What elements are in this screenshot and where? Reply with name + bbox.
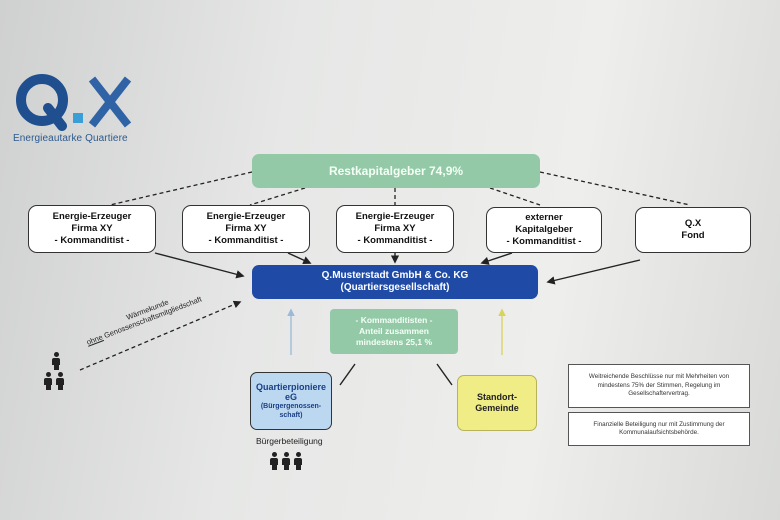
municipality-box: Standort- Gemeinde [457, 375, 537, 431]
person-icon [56, 372, 64, 390]
coop-title-1: Quartierpioniere [255, 382, 327, 392]
limited-partners-share-box: - Kommanditisten - Anteil zusammen minde… [330, 309, 458, 354]
person-icon [294, 452, 302, 470]
municipality-line-2: Gemeinde [475, 403, 519, 413]
cooperative-box: Quartierpioniere eG (Bürgergenossen- sch… [250, 372, 332, 430]
partner-5-line-2: Fond [681, 230, 705, 241]
qx-logo: Energieautarke Quartiere [10, 70, 145, 155]
link-municipality [436, 363, 453, 386]
partner-3-line-1: Energie-Erzeuger [355, 211, 435, 222]
partner-box-5: Q.X Fond [635, 207, 751, 253]
partner-1-line-2: Firma XY [71, 223, 113, 234]
residual-capital-box: Restkapitalgeber 74,9% [252, 154, 540, 188]
arrow-partner-4 [480, 252, 513, 265]
partner-4-line-3: - Kommanditist - [506, 236, 582, 247]
municipality-line-1: Standort- [477, 392, 517, 402]
dashed-link-5 [539, 171, 691, 206]
coop-sub-1: (Bürgergenossen- [260, 403, 322, 410]
citizen-participation-label: Bürgerbeteiligung [256, 436, 323, 446]
partner-box-3: Energie-Erzeuger Firma XY - Kommanditist… [336, 205, 454, 253]
partner-4-line-2: Kapitalgeber [515, 224, 573, 235]
arrow-partner-5 [546, 259, 641, 285]
dashed-link-4 [489, 187, 541, 206]
partner-3-line-2: Firma XY [374, 223, 416, 234]
arrow-partner-1 [154, 252, 245, 279]
main-company-name: Q.Musterstadt GmbH & Co. KG [321, 270, 469, 281]
partner-box-2: Energie-Erzeuger Firma XY - Kommanditist… [182, 205, 310, 253]
coop-title-2: eG [284, 392, 297, 402]
partner-2-line-2: Firma XY [225, 223, 267, 234]
heat-customer-icon [52, 352, 60, 370]
partner-box-1: Energie-Erzeuger Firma XY - Kommanditist… [28, 205, 156, 253]
partner-2-line-1: Energie-Erzeuger [206, 211, 286, 222]
arrow-partner-2 [287, 252, 312, 265]
partner-1-line-3: - Kommanditist - [54, 235, 130, 246]
coop-sub-2: schaft) [279, 412, 303, 419]
partner-box-4: externer Kapitalgeber - Kommanditist - [486, 207, 602, 253]
dashed-heat-arrow [79, 300, 242, 371]
person-icon [270, 452, 278, 470]
partner-3-line-3: - Kommanditist - [357, 235, 433, 246]
partner-5-line-1: Q.X [684, 218, 702, 229]
person-icon [44, 372, 52, 390]
qx-logo-mark [16, 74, 132, 131]
partner-2-line-3: - Kommanditist - [208, 235, 284, 246]
heat-customer-icon-group [44, 372, 64, 390]
partner-4-line-1: externer [525, 212, 563, 223]
share-line-1: - Kommanditisten - [355, 315, 433, 325]
main-company-box: Q.Musterstadt GmbH & Co. KG (Quartiersge… [252, 265, 538, 299]
partner-1-line-1: Energie-Erzeuger [52, 211, 132, 222]
note-financial-participation: Finanzielle Beteiligung nur mit Zustimmu… [568, 412, 750, 446]
main-company-type: (Quartiersgesellschaft) [340, 282, 450, 293]
citizens-icon [270, 452, 302, 470]
person-icon [52, 352, 60, 370]
logo-subtitle: Energieautarke Quartiere [13, 133, 128, 144]
note-resolutions: Weitreichende Beschlüsse nur mit Mehrhei… [568, 364, 750, 408]
share-line-3: mindestens 25,1 % [355, 337, 433, 347]
link-coop [339, 363, 356, 386]
person-icon [282, 452, 290, 470]
dashed-link-1 [109, 171, 253, 206]
dashed-link-2 [249, 187, 306, 206]
share-line-2: Anteil zusammen [359, 326, 429, 336]
